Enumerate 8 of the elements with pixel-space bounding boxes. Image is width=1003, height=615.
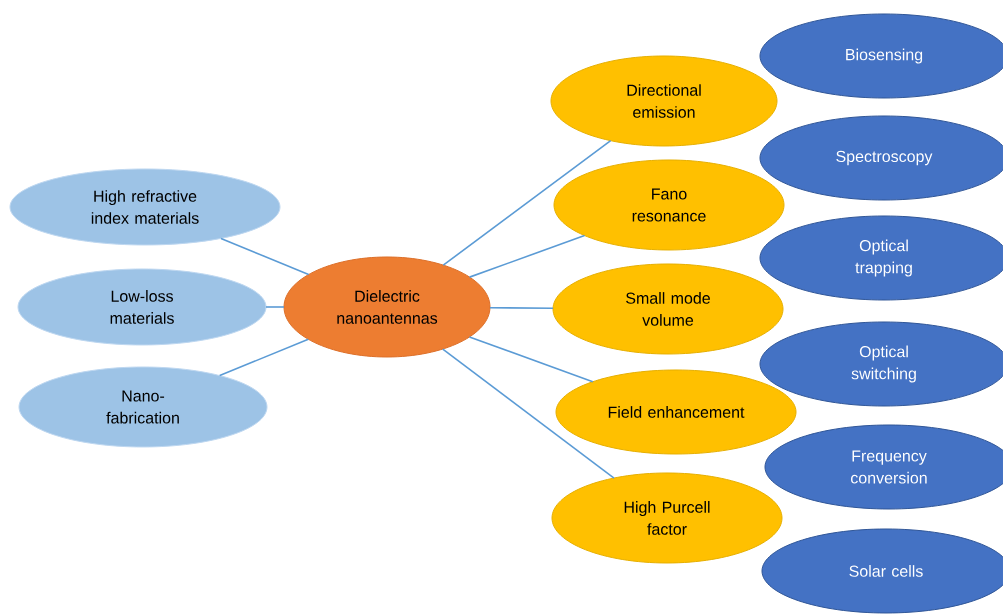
connector-line [265, 306, 285, 308]
connector-line [468, 336, 594, 383]
connector-line [489, 306, 554, 309]
connector-line [220, 237, 310, 276]
connector-line [218, 338, 310, 377]
connector-line [468, 234, 586, 278]
connector-line [442, 139, 612, 266]
connector-line [442, 348, 615, 479]
